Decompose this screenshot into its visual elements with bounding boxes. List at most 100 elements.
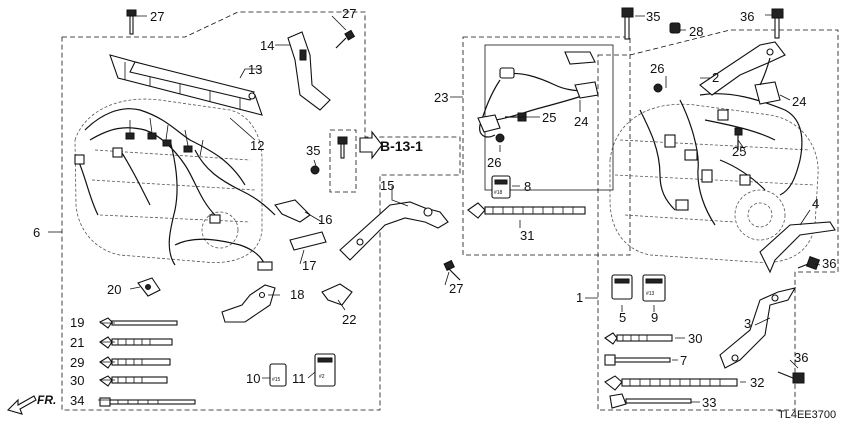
callout-3: 3	[744, 316, 751, 331]
callout-30: 30	[70, 373, 84, 388]
callout-27: 27	[150, 9, 164, 24]
part-10-clip[interactable]: #15	[269, 363, 287, 387]
part-25-bolt-right[interactable]	[734, 127, 743, 150]
leader-lines-right	[585, 14, 821, 403]
callout-26: 26	[650, 61, 664, 76]
callout-21: 21	[70, 335, 84, 350]
front-arrow-icon	[6, 395, 37, 415]
part-27-bolt-top-right[interactable]	[335, 29, 356, 49]
part-32-tie[interactable]	[604, 375, 738, 391]
part-20-clip[interactable]	[137, 277, 161, 297]
clip-mark-10: #15	[272, 377, 281, 383]
callout-22: 22	[342, 312, 356, 327]
part-15-bracket[interactable]	[339, 201, 449, 261]
part-26-nut-middle[interactable]	[495, 133, 505, 143]
part-36-bolt-bottom[interactable]	[777, 371, 805, 384]
leader-lines-middle	[450, 96, 581, 228]
part-3-bracket[interactable]	[719, 287, 797, 369]
group-6-outline	[61, 11, 461, 411]
callout-35: 35	[306, 143, 320, 158]
part-27-bolt-mid[interactable]	[443, 259, 461, 281]
callout-4: 4	[812, 196, 819, 211]
left-harness-group: B-13-1	[48, 9, 461, 411]
part-24-connector-right[interactable]	[754, 57, 781, 105]
callout-8: 8	[524, 179, 531, 194]
callout-11: 11	[292, 371, 306, 386]
part-30-tie-left[interactable]	[98, 375, 168, 387]
clip-mark-9: #13	[646, 291, 655, 297]
callout-10: 10	[246, 371, 260, 386]
part-36-bolt-mid[interactable]	[797, 255, 821, 271]
part-2-bracket[interactable]	[699, 41, 786, 96]
part-5-clip[interactable]	[611, 274, 633, 300]
fastener-small	[337, 136, 348, 159]
callout-30: 30	[688, 331, 702, 346]
part-27-bolt-top-left[interactable]	[126, 9, 137, 35]
sub-wire-harness[interactable]	[477, 51, 599, 138]
group-1-outline	[597, 29, 839, 411]
part-18-bracket[interactable]	[221, 284, 276, 323]
callout-14: 14	[260, 38, 274, 53]
part-30-tie-right[interactable]	[604, 332, 673, 345]
part-35-bolt-center[interactable]	[310, 165, 320, 175]
part-11-clip[interactable]: #2	[314, 353, 336, 387]
group-23-outline	[462, 36, 631, 256]
callout-33: 33	[702, 395, 716, 410]
clip-mark-11: #2	[319, 374, 325, 380]
transmission-wire-harness[interactable]	[639, 93, 803, 226]
part-14-holder[interactable]	[287, 31, 331, 111]
callout-26: 26	[487, 155, 501, 170]
callout-17: 17	[302, 258, 316, 273]
callout-13: 13	[248, 62, 262, 77]
part-35-bolt-right[interactable]	[621, 7, 634, 40]
callout-36: 36	[822, 256, 836, 271]
callout-24: 24	[792, 94, 806, 109]
part-9-clip[interactable]: #13	[642, 274, 666, 302]
part-7-tie[interactable]	[604, 354, 671, 366]
callout-15: 15	[380, 178, 394, 193]
callout-12: 12	[250, 138, 264, 153]
part-21-tie[interactable]	[99, 336, 173, 349]
callout-28: 28	[689, 24, 703, 39]
engine-wire-harness[interactable]	[74, 108, 276, 271]
part-36-bolt-top[interactable]	[771, 8, 784, 39]
part-4-bracket[interactable]	[759, 221, 836, 274]
right-harness-group: #13	[585, 7, 839, 411]
callout-36: 36	[740, 9, 754, 24]
part-28-nut[interactable]	[669, 22, 681, 34]
part-34-band[interactable]	[99, 397, 196, 407]
callout-5: 5	[619, 310, 626, 325]
part-31-tie[interactable]	[467, 202, 586, 219]
part-29-tie[interactable]	[99, 356, 171, 369]
callout-27: 27	[342, 6, 356, 21]
leader-lines-left	[48, 15, 450, 401]
part-16-clip[interactable]	[274, 199, 311, 223]
diagram-code: TL4EE3700	[778, 409, 836, 421]
part-26-nut-right[interactable]	[653, 83, 663, 93]
callout-24: 24	[574, 114, 588, 129]
reference-b-13-1[interactable]: B-13-1	[359, 130, 423, 160]
callout-1: 1	[576, 290, 583, 305]
middle-harness-group: #18	[450, 36, 631, 256]
callout-31: 31	[520, 228, 534, 243]
part-8-clip[interactable]: #18	[491, 175, 511, 199]
callout-20: 20	[107, 282, 121, 297]
callout-19: 19	[70, 315, 84, 330]
part-33-tie[interactable]	[609, 393, 692, 409]
part-22-clip[interactable]	[321, 283, 353, 306]
callout-34: 34	[70, 393, 84, 408]
part-13-bracket[interactable]	[129, 61, 256, 101]
callout-25: 25	[542, 110, 556, 125]
engine-outline-left	[74, 98, 263, 263]
callout-23: 23	[434, 90, 448, 105]
callout-16: 16	[318, 212, 332, 227]
engine-outline-right	[609, 103, 819, 263]
callout-32: 32	[750, 375, 764, 390]
callout-36: 36	[794, 350, 808, 365]
callout-25: 25	[732, 144, 746, 159]
callout-2: 2	[712, 70, 719, 85]
part-17-clip[interactable]	[289, 231, 327, 251]
callout-35: 35	[646, 9, 660, 24]
callout-7: 7	[680, 353, 687, 368]
clip-mark-8: #18	[494, 190, 503, 196]
